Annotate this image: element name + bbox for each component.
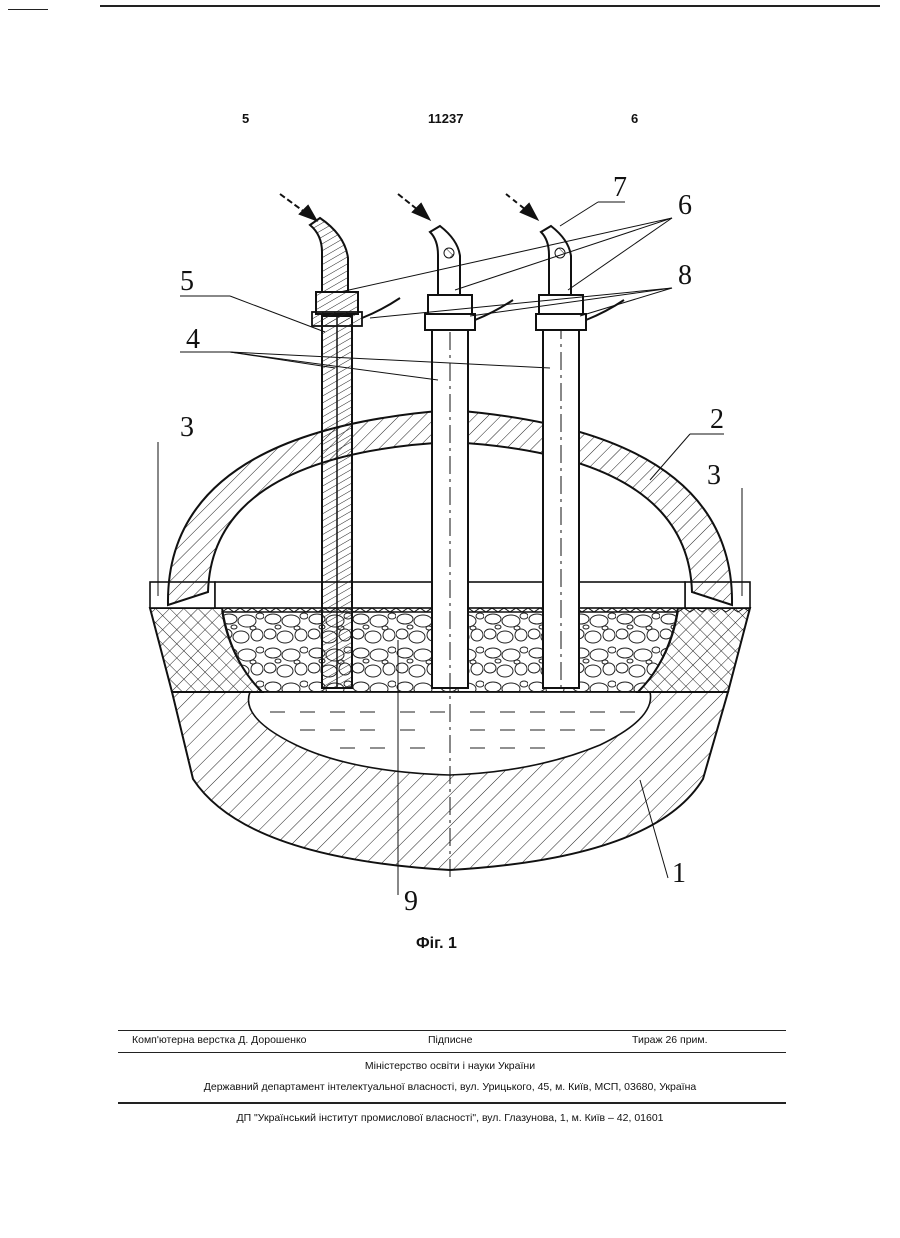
footer-rule-bottom xyxy=(118,1102,786,1104)
electrode-right-feed xyxy=(541,226,571,295)
label-5: 5 xyxy=(180,266,194,298)
footer-ministry: Міністерство освіти і науки України xyxy=(0,1060,900,1072)
label-4: 4 xyxy=(186,324,200,356)
electrode-left-clamp xyxy=(316,292,358,314)
footer-department: Державний департамент інтелектуальної вл… xyxy=(0,1081,900,1093)
footer-circulation: Тираж 26 прим. xyxy=(632,1034,708,1046)
footer-signed: Підписне xyxy=(428,1034,472,1046)
footer-rule-top xyxy=(118,1030,786,1031)
label-6: 6 xyxy=(678,190,692,222)
label-9: 9 xyxy=(404,886,418,918)
footer-institute: ДП "Український інститут промислової вла… xyxy=(0,1112,900,1124)
label-1: 1 xyxy=(672,858,686,890)
label-7: 7 xyxy=(613,172,627,204)
label-3-right: 3 xyxy=(707,460,721,492)
figure-caption: Фіг. 1 xyxy=(416,935,457,953)
label-2: 2 xyxy=(710,404,724,436)
label-8: 8 xyxy=(678,260,692,292)
electrode-left-feed xyxy=(310,218,348,292)
footer-layout-by: Комп'ютерна верстка Д. Дорошенко xyxy=(132,1034,307,1046)
footer-rule-mid xyxy=(118,1052,786,1053)
label-3-left: 3 xyxy=(180,412,194,444)
feed-arrows xyxy=(280,194,537,220)
electrode-middle-feed xyxy=(430,226,460,295)
